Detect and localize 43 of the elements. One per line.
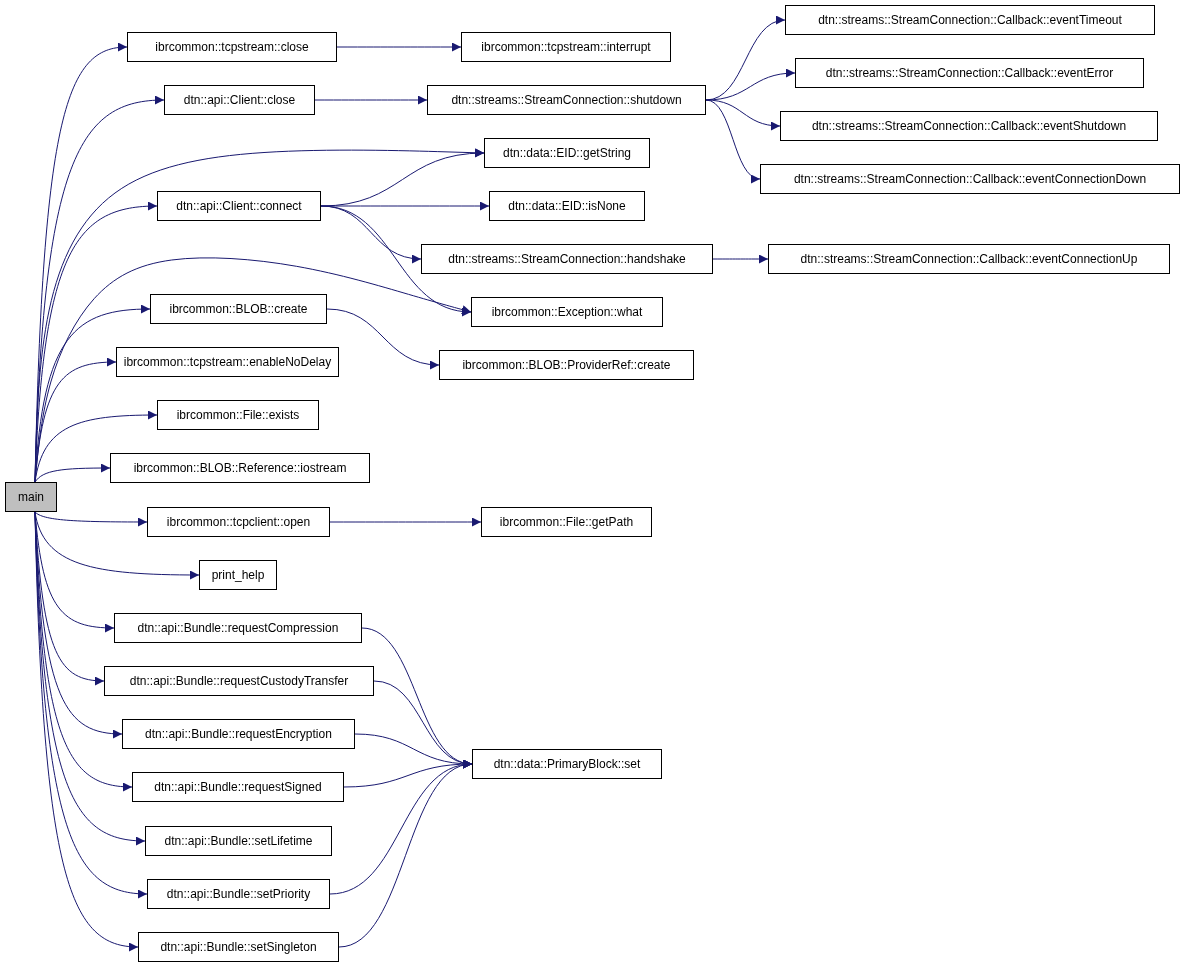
function-node: dtn::api::Bundle::requestSigned bbox=[132, 772, 344, 802]
function-node: dtn::data::EID::isNone bbox=[489, 191, 645, 221]
call-arrow bbox=[712, 254, 769, 264]
function-node: dtn::api::Bundle::setSingleton bbox=[138, 932, 339, 962]
function-node: ibrcommon::File::exists bbox=[157, 400, 319, 430]
function-node: dtn::streams::StreamConnection::Callback::eventConnectionUp bbox=[768, 244, 1170, 274]
call-arrow bbox=[320, 205, 472, 316]
function-node: ibrcommon::BLOB::Reference::iostream bbox=[110, 453, 370, 483]
function-node: ibrcommon::File::getPath bbox=[481, 507, 652, 537]
function-node: main bbox=[5, 482, 57, 512]
function-node: dtn::api::Bundle::requestEncryption bbox=[122, 719, 355, 749]
function-node: ibrcommon::Exception::what bbox=[471, 297, 663, 327]
call-arrow bbox=[705, 99, 761, 182]
call-arrow bbox=[338, 761, 473, 948]
function-node: dtn::api::Client::connect bbox=[157, 191, 321, 221]
call-arrow bbox=[336, 42, 462, 52]
call-arrow bbox=[34, 463, 111, 483]
function-node: dtn::streams::StreamConnection::Callback::eventTimeout bbox=[785, 5, 1155, 35]
call-arrow bbox=[329, 517, 482, 527]
function-node: ibrcommon::tcpstream::close bbox=[127, 32, 337, 62]
function-node: dtn::streams::StreamConnection::Callback::eventShutdown bbox=[780, 111, 1158, 141]
function-node: dtn::streams::StreamConnection::Callback::eventConnectionDown bbox=[760, 164, 1180, 194]
function-node: ibrcommon::tcpstream::enableNoDelay bbox=[116, 347, 339, 377]
function-node: ibrcommon::BLOB::ProviderRef::create bbox=[439, 350, 694, 380]
function-node: dtn::streams::StreamConnection::shutdown bbox=[427, 85, 706, 115]
function-node: dtn::api::Bundle::requestCustodyTransfer bbox=[104, 666, 374, 696]
function-node: dtn::api::Bundle::setPriority bbox=[147, 879, 330, 909]
function-node: dtn::streams::StreamConnection::handshake bbox=[421, 244, 713, 274]
function-node: dtn::data::EID::getString bbox=[484, 138, 650, 168]
call-arrow bbox=[705, 68, 796, 101]
function-node: dtn::api::Client::close bbox=[164, 85, 315, 115]
function-node: print_help bbox=[199, 560, 277, 590]
function-node: dtn::streams::StreamConnection::Callback::eventError bbox=[795, 58, 1144, 88]
function-node: dtn::data::PrimaryBlock::set bbox=[472, 749, 662, 779]
function-node: dtn::api::Bundle::setLifetime bbox=[145, 826, 332, 856]
function-node: dtn::api::Bundle::requestCompression bbox=[114, 613, 362, 643]
function-node: ibrcommon::tcpstream::interrupt bbox=[461, 32, 671, 62]
function-node: ibrcommon::tcpclient::open bbox=[147, 507, 330, 537]
call-arrow bbox=[34, 511, 148, 527]
call-arrow bbox=[326, 308, 440, 369]
call-arrow bbox=[314, 95, 428, 105]
function-node: ibrcommon::BLOB::create bbox=[150, 294, 327, 324]
call-arrow bbox=[320, 149, 485, 207]
